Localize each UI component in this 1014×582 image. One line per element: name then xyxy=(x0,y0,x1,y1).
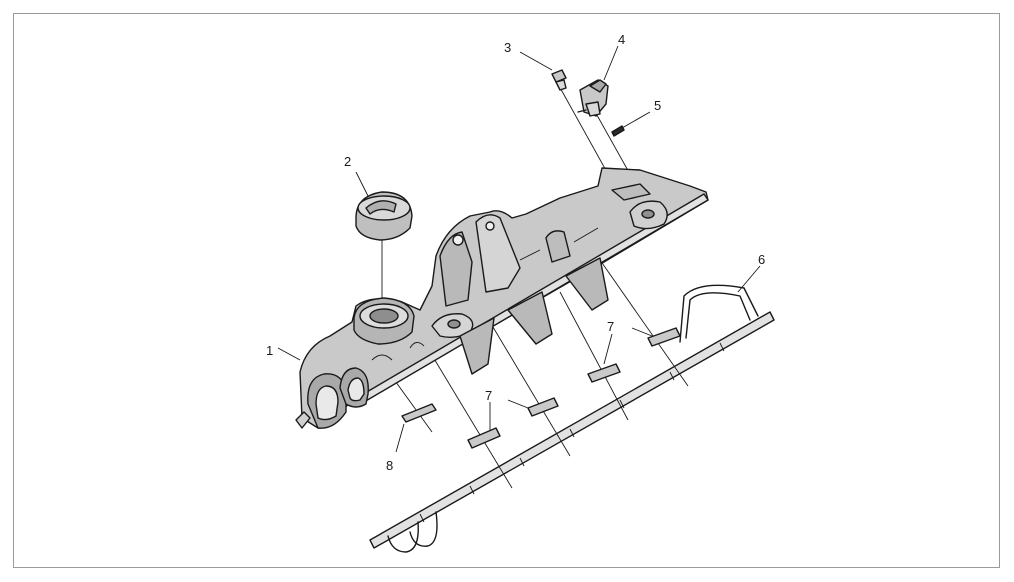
callout-7b: 7 xyxy=(607,319,614,334)
callout-7a: 7 xyxy=(485,388,492,403)
bolt-3 xyxy=(551,69,567,91)
seal-8 xyxy=(401,403,437,423)
o-ring-5 xyxy=(611,125,625,137)
callout-leaders xyxy=(277,45,761,453)
callout-4: 4 xyxy=(618,32,625,47)
seal-7 xyxy=(467,327,681,449)
oil-filler-cap-2 xyxy=(355,191,413,241)
sensor-4 xyxy=(577,79,609,117)
callout-2: 2 xyxy=(344,154,351,169)
callout-6: 6 xyxy=(758,252,765,267)
gasket-6 xyxy=(369,284,775,553)
cylinder-head-cover-1 xyxy=(295,167,709,429)
diagram-frame xyxy=(13,13,1000,568)
callout-8: 8 xyxy=(386,458,393,473)
callout-5: 5 xyxy=(654,98,661,113)
callout-3: 3 xyxy=(504,40,511,55)
callout-1: 1 xyxy=(266,343,273,358)
callout-labels: 1 2 3 4 5 6 7 7 8 xyxy=(266,32,765,473)
